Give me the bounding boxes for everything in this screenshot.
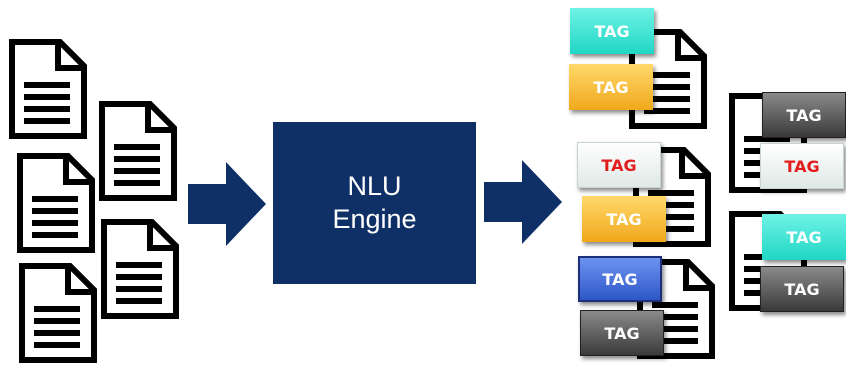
tag-label: TAG	[760, 266, 844, 312]
arrow-right-icon	[484, 160, 562, 244]
engine-label-line1: NLU	[347, 171, 402, 201]
document-icon	[19, 263, 97, 363]
tag-label: TAG	[760, 143, 844, 189]
tag-label: TAG	[762, 214, 846, 260]
document-icon	[17, 153, 95, 253]
arrow-right-icon	[188, 162, 266, 246]
engine-label-line2: Engine	[332, 204, 417, 234]
tag-label: TAG	[582, 196, 666, 242]
document-icon	[99, 101, 177, 201]
tag-label: TAG	[569, 64, 653, 110]
tag-label: TAG	[570, 8, 654, 54]
tag-label: TAG	[762, 92, 846, 138]
nlu-engine-box: NLU Engine	[273, 122, 476, 284]
document-icon	[101, 219, 179, 319]
document-icon	[9, 39, 87, 139]
tag-label: TAG	[578, 256, 662, 302]
tag-label: TAG	[580, 310, 664, 356]
tag-label: TAG	[577, 142, 661, 188]
